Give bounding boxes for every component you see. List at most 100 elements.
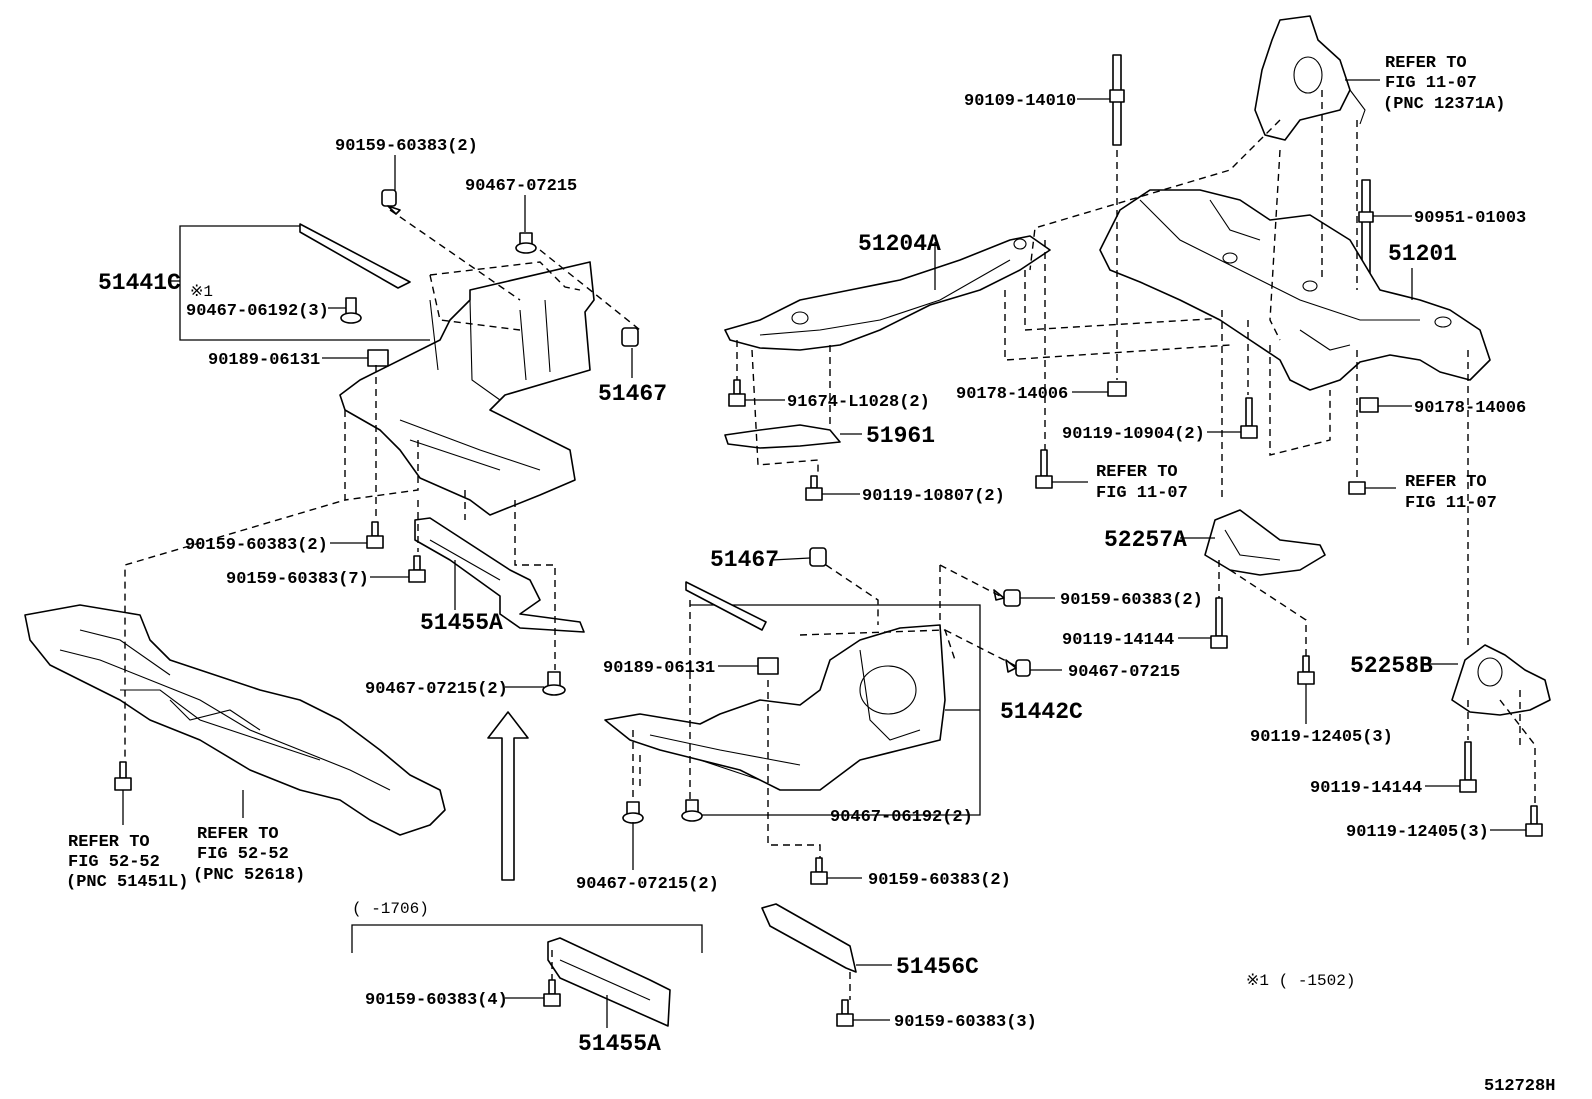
right-dashed-guides bbox=[1029, 90, 1536, 806]
leader-lines bbox=[122, 79, 1526, 1028]
label-90119-12405-3-b: 90119-12405(3) bbox=[1346, 823, 1489, 842]
label-refer-mid-2: FIG 52-52 bbox=[197, 845, 289, 864]
label-refer-c-1: REFER TO bbox=[1096, 463, 1178, 482]
part-12371A-engine-mount bbox=[1254, 15, 1366, 141]
label-refer-top-3: (PNC 12371A) bbox=[1383, 95, 1505, 114]
label-range-1706: ( -1706) bbox=[352, 900, 429, 918]
label-52258B: 52258B bbox=[1350, 653, 1433, 679]
label-51455A-bottom: 51455A bbox=[578, 1031, 661, 1057]
label-90159-60383-3: 90159-60383(3) bbox=[894, 1013, 1037, 1032]
stud-90109-14010 bbox=[1109, 54, 1125, 146]
clip-90159-60383-mid-r bbox=[993, 589, 1021, 607]
mid-dashed-guides bbox=[632, 564, 1017, 1000]
label-90119-14144-mid: 90119-14144 bbox=[1062, 631, 1174, 650]
clip-90467-07215-top bbox=[515, 232, 537, 254]
label-90467-07215-2-mid: 90467-07215(2) bbox=[365, 680, 508, 699]
label-90189-06131-left: 90189-06131 bbox=[208, 351, 320, 370]
label-90178-14006-right: 90178-14006 bbox=[1414, 399, 1526, 418]
label-90951-01003: 90951-01003 bbox=[1414, 209, 1526, 228]
label-note-mark-1: ※1 bbox=[190, 283, 213, 301]
bolt-90119-14144-right bbox=[1459, 741, 1477, 793]
bolt-90119-14144-mid bbox=[1210, 597, 1228, 649]
bolt-90159-60383-mid bbox=[366, 521, 384, 549]
label-refer-r-2: FIG 11-07 bbox=[1405, 494, 1497, 513]
nut-90189-06131-left bbox=[367, 349, 389, 367]
label-refer-left-2: FIG 52-52 bbox=[68, 853, 160, 872]
bolt-refer-center bbox=[1035, 449, 1053, 489]
label-51467-mid: 51467 bbox=[710, 547, 779, 573]
label-90119-10904: 90119-10904(2) bbox=[1062, 425, 1205, 444]
label-51456C: 51456C bbox=[896, 954, 979, 980]
label-refer-c-2: FIG 11-07 bbox=[1096, 484, 1188, 503]
part-51456C-reinforcement bbox=[761, 903, 857, 973]
label-refer-r-1: REFER TO bbox=[1405, 473, 1487, 492]
label-refer-top-1: REFER TO bbox=[1385, 54, 1467, 73]
left-dashed-guides bbox=[124, 209, 641, 760]
label-90159-60383-2-top: 90159-60383(2) bbox=[335, 137, 478, 156]
label-51201: 51201 bbox=[1388, 241, 1457, 267]
label-91674-L1028: 91674-L1028(2) bbox=[787, 393, 930, 412]
part-51455A-mid-reinforcement bbox=[414, 517, 585, 633]
part-51961-plate bbox=[724, 424, 841, 449]
label-90467-06192-2: 90467-06192(2) bbox=[830, 808, 973, 827]
bolt-90119-12405-a bbox=[1297, 655, 1315, 685]
label-refer-left-1: REFER TO bbox=[68, 833, 150, 852]
label-51442C: 51442C bbox=[1000, 699, 1083, 725]
bolt-front-lower-left bbox=[114, 761, 132, 791]
part-51441C-engine-under-cover bbox=[299, 223, 595, 516]
label-90467-07215-top: 90467-07215 bbox=[465, 177, 577, 196]
part-51204A-crossmember-brace bbox=[724, 235, 1051, 351]
label-51441C: 51441C bbox=[98, 270, 181, 296]
clip-90467-06192-left bbox=[340, 297, 362, 324]
part-front-lower-cover bbox=[24, 604, 446, 836]
top-mid-dashed-guides bbox=[736, 240, 1231, 476]
bolt-90119-10904 bbox=[1240, 397, 1258, 439]
label-51961: 51961 bbox=[866, 423, 935, 449]
clip-51467-left bbox=[621, 327, 639, 347]
label-90189-06131-mid: 90189-06131 bbox=[603, 659, 715, 678]
bracket-1706 bbox=[351, 924, 703, 953]
clip-90467-07215-2-mid bbox=[542, 671, 566, 696]
label-note-1502: ※1 ( -1502) bbox=[1246, 972, 1355, 990]
bracket-51442C bbox=[690, 604, 981, 816]
label-90119-10807: 90119-10807(2) bbox=[862, 487, 1005, 506]
label-90467-06192-3: 90467-06192(3) bbox=[186, 302, 329, 321]
label-51467-left: 51467 bbox=[598, 381, 667, 407]
clip-90159-60383-top bbox=[381, 189, 401, 215]
bolt-90119-10807 bbox=[805, 475, 823, 501]
bolt-90159-60383-7 bbox=[408, 555, 426, 583]
nut-90189-06131-mid bbox=[757, 657, 779, 675]
label-90178-14006-left: 90178-14006 bbox=[956, 385, 1068, 404]
clip-90467-06192-2 bbox=[681, 799, 703, 822]
label-90159-60383-4: 90159-60383(4) bbox=[365, 991, 508, 1010]
part-52257A-bracket bbox=[1204, 509, 1326, 576]
bolt-refer-right bbox=[1348, 481, 1366, 495]
label-refer-mid-3: (PNC 52618) bbox=[193, 866, 305, 885]
bolt-91674-L1028 bbox=[728, 379, 746, 407]
bolt-90119-12405-b bbox=[1525, 805, 1543, 837]
label-90467-07215-2-low: 90467-07215(2) bbox=[576, 875, 719, 894]
label-90159-60383-2-low: 90159-60383(2) bbox=[868, 871, 1011, 890]
bolt-90159-60383-2-low bbox=[810, 857, 828, 885]
bolt-90159-60383-3 bbox=[836, 999, 854, 1027]
nut-90178-14006-right bbox=[1359, 397, 1379, 413]
part-52258B-bracket bbox=[1451, 644, 1551, 716]
part-51442C-engine-under-cover bbox=[604, 581, 946, 791]
part-51201-front-crossmember bbox=[1099, 189, 1491, 391]
label-90109-14010: 90109-14010 bbox=[964, 92, 1076, 111]
label-90119-14144-right: 90119-14144 bbox=[1310, 779, 1422, 798]
labels: 90159-60383(2) 90467-07215 51441C ※1 904… bbox=[66, 54, 1555, 1096]
label-51204A: 51204A bbox=[858, 231, 941, 257]
label-refer-left-3: (PNC 51451L) bbox=[66, 873, 188, 892]
clip-51467-mid bbox=[809, 547, 827, 567]
label-90119-12405-3-a: 90119-12405(3) bbox=[1250, 728, 1393, 747]
label-51455A-mid: 51455A bbox=[420, 610, 503, 636]
nut-90178-14006-left bbox=[1107, 381, 1127, 397]
clip-90467-07215-2-low bbox=[622, 801, 644, 824]
label-90159-60383-2-r: 90159-60383(2) bbox=[1060, 591, 1203, 610]
part-51455A-bottom-reinforcement bbox=[547, 937, 671, 1027]
label-90159-60383-7: 90159-60383(7) bbox=[226, 570, 369, 589]
direction-arrow bbox=[487, 711, 529, 881]
label-diagram-id: 512728H bbox=[1484, 1077, 1555, 1096]
label-refer-top-2: FIG 11-07 bbox=[1385, 74, 1477, 93]
